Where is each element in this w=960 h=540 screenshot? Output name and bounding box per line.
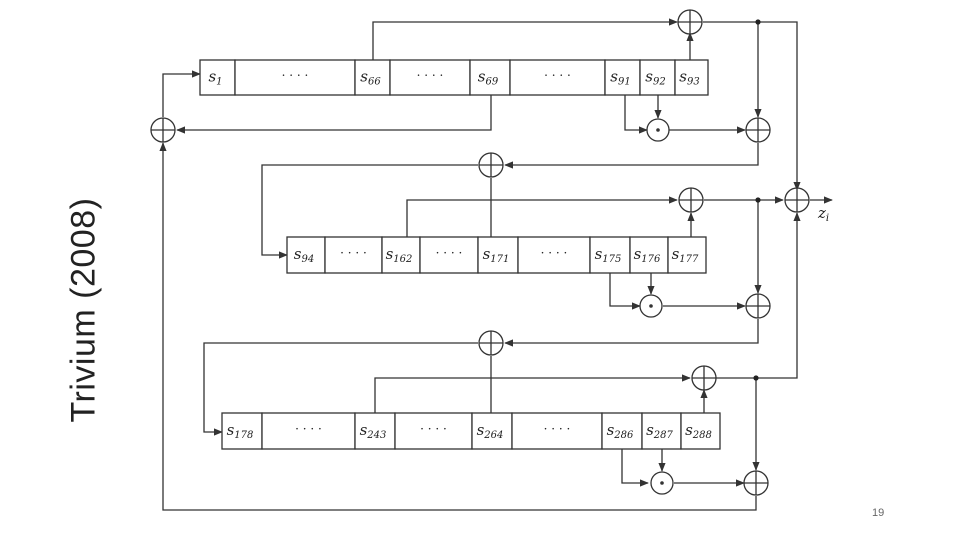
ellipsis-label: · · · ·	[417, 69, 444, 83]
cell-label: s264	[477, 421, 504, 441]
register-cell-ellipsis: · · · ·	[517, 236, 591, 274]
ellipsis-label: · · · ·	[544, 422, 571, 436]
cell-label: s162	[386, 245, 413, 265]
register-cell: s1	[199, 59, 236, 96]
output-label: zi	[817, 204, 829, 224]
cell-label: s243	[360, 421, 387, 441]
feedback-into-s94	[261, 164, 478, 259]
tap-s162-wire	[406, 196, 678, 237]
cell-label: s288	[685, 421, 712, 441]
register-cell: s287	[641, 412, 682, 450]
xor-b-top	[678, 187, 704, 213]
ellipsis-label: · · · ·	[282, 69, 309, 83]
register-cell: s178	[221, 412, 263, 450]
and-gate-c	[650, 471, 674, 495]
cell-label: s175	[595, 245, 622, 265]
cell-label: s177	[672, 245, 699, 265]
register-cell-ellipsis: · · · ·	[419, 236, 479, 274]
feedback-into-s178	[203, 342, 478, 436]
feed-into-register-c	[504, 319, 759, 347]
cell-label: s66	[360, 68, 381, 88]
ellipsis-label: · · · ·	[436, 246, 463, 260]
ellipsis-label: · · · ·	[541, 246, 568, 260]
xor-a-right	[745, 117, 771, 143]
cell-label: s178	[227, 421, 254, 441]
tap-s91-wire	[624, 95, 648, 134]
cell-label: s69	[478, 68, 499, 88]
register-2: s94 · · · · s162 · · · · s171 · · · · s175 s176…	[286, 236, 707, 274]
register-3: s178 · · · · s243 · · · · s264 · · · · s286 s28…	[221, 412, 721, 450]
ellipsis-label: · · · ·	[295, 422, 322, 436]
register-cell-ellipsis: · · · ·	[261, 412, 356, 450]
xor-a-feedback	[150, 117, 176, 143]
register-cell: s91	[604, 59, 641, 96]
register-cell-ellipsis: · · · ·	[509, 59, 606, 96]
tap-s175-wire	[609, 273, 641, 310]
ellipsis-label: · · · ·	[544, 69, 571, 83]
and-gate-b	[639, 294, 663, 318]
xor-c-input	[478, 330, 504, 356]
register-cell: s66	[354, 59, 391, 96]
wires-layer	[159, 18, 833, 511]
xor-a-top	[677, 9, 703, 35]
register-cell: s94	[286, 236, 326, 274]
operators-layer	[150, 9, 810, 496]
register-cell-ellipsis: · · · ·	[394, 412, 473, 450]
register-cell: s92	[639, 59, 676, 96]
cell-label: s286	[607, 421, 634, 441]
labels-layer: zi	[817, 204, 829, 224]
register-cell: s93	[674, 59, 709, 96]
xor-b-right	[745, 293, 771, 319]
register-cell: s177	[667, 236, 707, 274]
bus-c-to-output	[716, 212, 801, 379]
register-cell: s162	[381, 236, 421, 274]
tap-s243-wire	[374, 374, 691, 413]
register-cell: s264	[471, 412, 513, 450]
tap-s286-wire	[621, 449, 649, 487]
feed-into-register-b	[504, 143, 759, 169]
register-cell: s288	[680, 412, 721, 450]
register-cell: s175	[589, 236, 631, 274]
xor-output	[784, 187, 810, 213]
feedback-into-register-a	[159, 142, 757, 511]
register-cell-ellipsis: · · · ·	[511, 412, 603, 450]
cell-label: s92	[645, 68, 665, 88]
cell-label: s1	[208, 68, 222, 88]
cell-label: s93	[679, 68, 699, 88]
bus-a-to-output	[703, 21, 801, 191]
register-cell: s286	[601, 412, 643, 450]
register-cell-ellipsis: · · · ·	[389, 59, 471, 96]
register-cell: s171	[477, 236, 519, 274]
page-number: 19	[872, 507, 885, 519]
register-cell: s69	[469, 59, 511, 96]
junction-dot	[753, 375, 759, 381]
xor-b-input	[478, 152, 504, 178]
xor-c-right	[743, 470, 769, 496]
cell-label: s91	[610, 68, 630, 88]
register-cell-ellipsis: · · · ·	[324, 236, 383, 274]
junction-dot	[755, 19, 761, 25]
ellipsis-label: · · · ·	[340, 246, 367, 260]
junction-dot	[755, 197, 761, 203]
cell-label: s94	[294, 245, 314, 265]
and-gate-a	[646, 118, 670, 142]
registers-layer: s1 · · · · s66 · · · · s69 · · · · s91 s92 s93 s9…	[199, 59, 721, 450]
xor-c-top	[691, 365, 717, 391]
tap-s66-wire	[372, 18, 678, 60]
ellipsis-label: · · · ·	[420, 422, 447, 436]
register-cell: s243	[354, 412, 396, 450]
register-cell-ellipsis: · · · ·	[234, 59, 356, 96]
cell-label: s287	[646, 421, 673, 441]
cell-label: s176	[634, 245, 661, 265]
register-cell: s176	[629, 236, 669, 274]
feedback-into-s1	[162, 70, 201, 117]
register-1: s1 · · · · s66 · · · · s69 · · · · s91 s92 s93	[199, 59, 709, 96]
cell-label: s171	[483, 245, 510, 265]
tap-s69-wire	[176, 95, 492, 134]
